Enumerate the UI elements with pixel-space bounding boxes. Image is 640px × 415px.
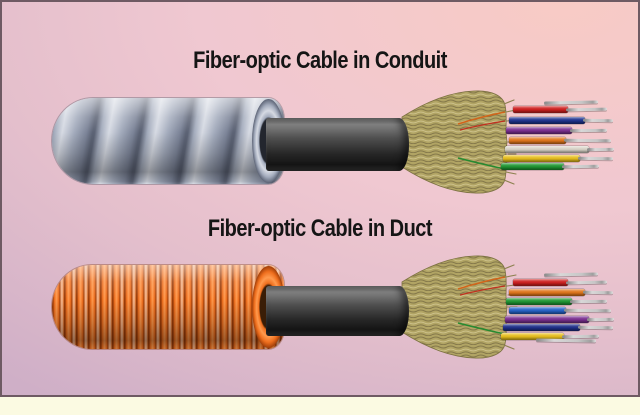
outer-jacket [266, 286, 409, 336]
corrugated-duct [52, 265, 284, 349]
aramid-yarn-fan [401, 90, 518, 194]
bare-fiber [563, 138, 612, 143]
bare-fiber [586, 317, 615, 321]
bare-fiber [577, 325, 614, 330]
bare-fiber [561, 164, 600, 169]
bare-fiber [577, 156, 614, 160]
aramid-yarn-fan [401, 255, 518, 359]
bare-fiber [586, 147, 615, 152]
bare-fiber [569, 299, 608, 304]
buffer-tube [509, 307, 566, 314]
conduit-cable-title: Fiber-optic Cable in Conduit [193, 48, 447, 74]
bare-fiber [543, 100, 599, 104]
bare-fiber [565, 280, 608, 285]
buffer-tube [513, 106, 568, 113]
buffer-tube [506, 298, 572, 305]
buffer-tube [501, 333, 564, 340]
bare-fiber [565, 107, 608, 112]
buffer-tube [505, 146, 589, 153]
buffer-tube [513, 279, 568, 286]
metal-conduit [52, 98, 284, 184]
buffer-tube [503, 324, 580, 331]
bare-fiber [582, 290, 614, 294]
buffer-tube [501, 163, 564, 170]
bare-fiber [563, 308, 612, 313]
buffer-tube [505, 315, 589, 323]
outer-jacket [266, 118, 409, 171]
fiber-cable-diagram: Fiber-optic Cable in Conduit Fiber-optic… [0, 0, 640, 397]
bare-fiber [582, 118, 614, 122]
buffer-tube [506, 127, 572, 134]
footer-strip [0, 397, 640, 415]
buffer-tube [509, 137, 566, 144]
bare-fiber [543, 272, 599, 276]
buffer-tube [509, 288, 585, 296]
bare-fiber [569, 128, 608, 133]
bare-fiber [561, 334, 600, 339]
buffer-tube [503, 154, 580, 162]
bare-fiber [535, 338, 597, 343]
duct-cable-title: Fiber-optic Cable in Duct [207, 216, 433, 242]
buffer-tube [509, 116, 585, 124]
